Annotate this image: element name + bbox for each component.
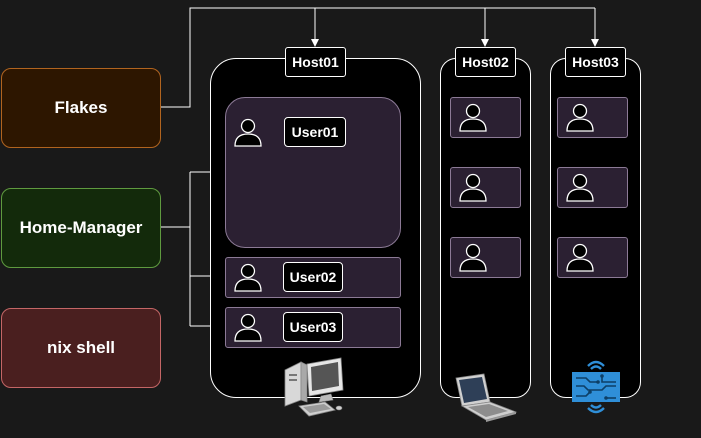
user-icon: [565, 242, 595, 272]
user-icon: [233, 262, 263, 292]
user-icon: [233, 117, 263, 147]
user-icon: [565, 172, 595, 202]
user01-tag[interactable]: User01: [284, 117, 346, 147]
user03-tag[interactable]: User03: [283, 312, 343, 342]
user-icon: [233, 312, 263, 342]
flakes-box[interactable]: Flakes: [1, 68, 161, 148]
iot-chip-icon: [566, 356, 626, 423]
home-manager-box[interactable]: Home-Manager: [1, 188, 161, 268]
flakes-label: Flakes: [54, 98, 108, 117]
nix-shell-box[interactable]: nix shell: [1, 308, 161, 388]
user-icon: [458, 242, 488, 272]
desktop-computer-icon: [281, 356, 347, 423]
host03-tag[interactable]: Host03: [565, 47, 626, 77]
user-icon: [458, 102, 488, 132]
host01-tag[interactable]: Host01: [285, 47, 346, 77]
user-icon: [565, 102, 595, 132]
laptop-icon: [454, 372, 518, 429]
user02-tag[interactable]: User02: [283, 262, 343, 292]
home-manager-label: Home-Manager: [19, 218, 143, 237]
flakes-to-hosts-line: [161, 7, 595, 108]
user-icon: [458, 172, 488, 202]
host02-tag[interactable]: Host02: [455, 47, 516, 77]
nix-shell-label: nix shell: [46, 338, 116, 357]
